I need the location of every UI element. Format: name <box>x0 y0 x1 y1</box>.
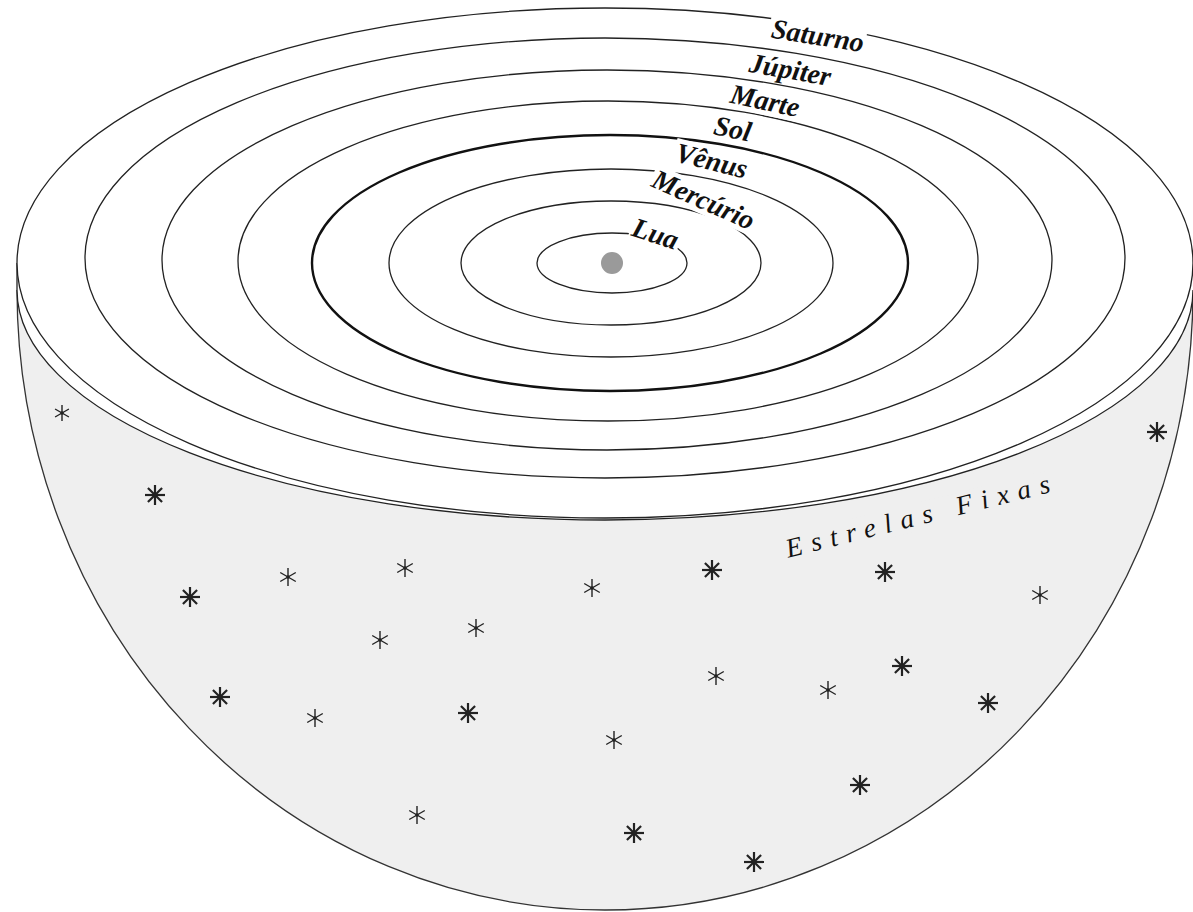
star-stroke <box>213 690 227 704</box>
star-stroke <box>884 562 886 582</box>
star-stroke <box>467 703 469 723</box>
star-stroke <box>981 696 995 710</box>
star-stroke <box>878 565 892 579</box>
sun-sphere <box>312 135 908 391</box>
star-stroke <box>708 672 724 681</box>
star-center <box>466 711 470 715</box>
star-stroke <box>850 784 870 786</box>
star-stroke <box>892 665 912 667</box>
star-stroke <box>468 624 484 633</box>
star-center <box>1155 430 1159 434</box>
star-stroke <box>901 656 903 676</box>
star-center <box>900 664 904 668</box>
star-stroke <box>468 624 484 633</box>
earth-dot <box>601 252 623 274</box>
star-stroke <box>702 569 722 571</box>
star-stroke <box>875 571 895 573</box>
jupiter-sphere <box>162 70 1052 450</box>
star-stroke <box>1032 591 1048 600</box>
star-center <box>378 638 382 642</box>
outer-sphere <box>17 8 1193 518</box>
saturn-sphere <box>85 38 1125 478</box>
star-stroke <box>627 826 641 840</box>
star-center <box>710 568 714 572</box>
star-stroke <box>744 861 764 863</box>
star-stroke <box>633 823 635 843</box>
star-stroke <box>711 560 713 580</box>
star-center <box>188 595 192 599</box>
star-center <box>474 626 478 630</box>
star-center <box>286 575 290 579</box>
star-stroke <box>372 636 388 645</box>
star-center <box>313 716 317 720</box>
star-center <box>403 566 407 570</box>
star-stroke <box>1156 422 1158 442</box>
star-stroke <box>705 563 719 577</box>
venus-sphere <box>389 169 833 357</box>
star-stroke <box>219 687 221 707</box>
star-stroke <box>189 587 191 607</box>
star-center <box>858 783 862 787</box>
star-stroke <box>859 775 861 795</box>
star-center <box>752 860 756 864</box>
star-stroke <box>280 573 296 582</box>
star-stroke <box>708 672 724 681</box>
star-stroke <box>55 409 69 417</box>
star-center <box>153 493 157 497</box>
star-center <box>986 701 990 705</box>
star-stroke <box>1150 425 1164 439</box>
star-center <box>218 695 222 699</box>
star-field <box>55 405 1167 872</box>
star-stroke <box>307 714 323 723</box>
star-stroke <box>1147 431 1167 433</box>
star-stroke <box>409 811 425 820</box>
star-stroke <box>987 693 989 713</box>
star-stroke <box>461 706 475 720</box>
star-stroke <box>1032 591 1048 600</box>
star-stroke <box>458 712 478 714</box>
star-center <box>714 674 718 678</box>
mars-sphere <box>238 101 978 421</box>
star-center <box>415 813 419 817</box>
star-stroke <box>180 596 200 598</box>
star-stroke <box>145 494 165 496</box>
star-center <box>826 688 830 692</box>
star-center <box>1038 593 1042 597</box>
star-center <box>60 411 64 415</box>
star-stroke <box>55 409 69 417</box>
star-stroke <box>307 714 323 723</box>
star-stroke <box>606 736 622 745</box>
star-stroke <box>624 832 644 834</box>
star-center <box>632 831 636 835</box>
star-center <box>590 586 594 590</box>
star-stroke <box>753 852 755 872</box>
star-center <box>612 738 616 742</box>
star-stroke <box>853 778 867 792</box>
star-stroke <box>820 686 836 695</box>
star-stroke <box>820 686 836 695</box>
star-stroke <box>409 811 425 820</box>
star-stroke <box>210 696 230 698</box>
star-stroke <box>154 485 156 505</box>
star-stroke <box>747 855 761 869</box>
star-stroke <box>148 488 162 502</box>
star-center <box>883 570 887 574</box>
star-stroke <box>397 564 413 573</box>
star-stroke <box>183 590 197 604</box>
star-stroke <box>584 584 600 593</box>
star-stroke <box>584 584 600 593</box>
star-stroke <box>397 564 413 573</box>
star-stroke <box>978 702 998 704</box>
star-stroke <box>372 636 388 645</box>
star-stroke <box>280 573 296 582</box>
star-stroke <box>895 659 909 673</box>
star-stroke <box>606 736 622 745</box>
